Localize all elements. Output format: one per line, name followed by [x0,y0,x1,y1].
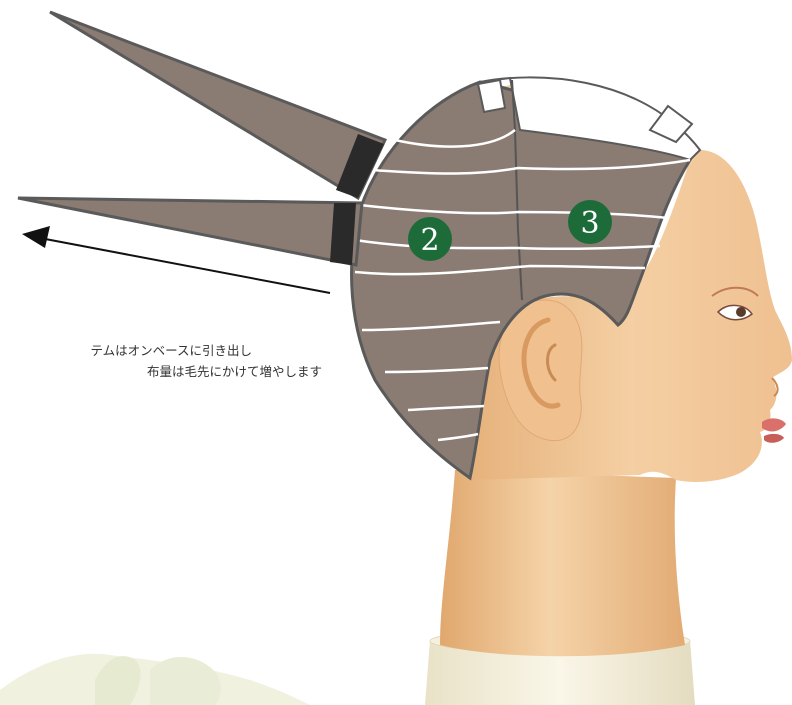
mannequin-neck [440,470,685,656]
caption-line-2: 布量は毛先にかけて増やします [0,361,330,382]
section-number-2: 2 [420,223,439,258]
instruction-caption: テムはオンベースに引き出し 布量は毛先にかけて増やします [0,340,330,382]
background-object [0,654,310,705]
lips [762,418,786,442]
section-badge-3: 3 [568,200,612,244]
elevated-section-upper [50,12,385,198]
elevated-section-lower [18,198,362,265]
caption-line-1: テムはオンベースに引き出し [0,340,330,361]
section-badge-2: 2 [408,217,452,261]
section-number-3: 3 [580,206,599,241]
crown-notch-left [478,80,505,112]
